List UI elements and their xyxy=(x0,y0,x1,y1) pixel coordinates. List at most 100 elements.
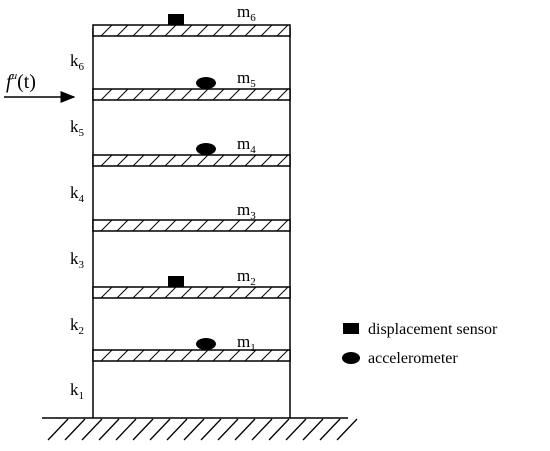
slab-hatch-line xyxy=(148,286,161,299)
legend-accelerometer-label: accelerometer xyxy=(368,350,458,367)
ground-hatch-line xyxy=(166,418,188,441)
legend-displacement-icon xyxy=(343,323,359,334)
slab-hatch-line xyxy=(196,219,209,232)
ground-hatch-line xyxy=(132,418,154,441)
slab-hatch-line xyxy=(260,24,273,37)
slab-hatch-line xyxy=(276,24,289,37)
slab-hatch-line xyxy=(164,88,177,101)
slab-hatch-line xyxy=(196,349,209,362)
slab-hatch-line xyxy=(260,154,273,167)
mass-label-m5: m5 xyxy=(237,68,256,90)
ground-hatch xyxy=(47,418,358,441)
slab-hatch-line xyxy=(132,219,145,232)
mass-label-m6: m6 xyxy=(237,2,256,24)
slab-hatch-line xyxy=(244,88,257,101)
slab-hatch-line xyxy=(132,286,145,299)
slab-hatch-line xyxy=(116,349,129,362)
slab-hatch-line xyxy=(116,219,129,232)
ground-hatch-line xyxy=(149,418,171,441)
slab-hatch-line xyxy=(100,24,113,37)
slab-hatch-line xyxy=(260,349,273,362)
ground-hatch-line xyxy=(47,418,69,441)
ground xyxy=(42,417,358,441)
slab-hatch-line xyxy=(212,24,225,37)
slab-hatch-line xyxy=(116,286,129,299)
ground-hatch-line xyxy=(234,418,256,441)
slab-hatch-line xyxy=(260,219,273,232)
stiffness-label-k5: k5 xyxy=(70,117,85,139)
slab-hatch-line xyxy=(116,24,129,37)
ground-hatch-line xyxy=(336,418,358,441)
legend: displacement sensor accelerometer xyxy=(342,321,498,367)
slab-hatch-line xyxy=(212,88,225,101)
slab-hatch-line xyxy=(228,349,241,362)
displacement-sensor-floor-6 xyxy=(168,14,184,25)
mass-label-m1: m1 xyxy=(237,332,256,354)
ground-hatch-line xyxy=(319,418,341,441)
slab-hatch-line xyxy=(276,219,289,232)
stiffness-label-k4: k4 xyxy=(70,183,85,205)
slab-hatch-line xyxy=(180,154,193,167)
floor-slab-5 xyxy=(92,88,291,101)
ground-hatch-line xyxy=(183,418,205,441)
slab-hatch-line xyxy=(100,286,113,299)
slab-hatch-line xyxy=(180,88,193,101)
slab-hatch-line xyxy=(116,88,129,101)
accelerometer-floor-1 xyxy=(196,338,216,350)
mass-label-m2: m2 xyxy=(237,266,256,288)
slab-hatch-line xyxy=(132,154,145,167)
mass-labels: m1 m2 m3 m4 m5 m6 xyxy=(237,2,256,354)
legend-accelerometer-icon xyxy=(342,352,360,364)
slab-hatch-line xyxy=(116,154,129,167)
accelerometer-floor-5 xyxy=(196,77,216,89)
floor-slab-3 xyxy=(92,219,291,232)
stiffness-label-k3: k3 xyxy=(70,249,85,271)
ground-hatch-line xyxy=(302,418,324,441)
slab-hatch-line xyxy=(100,154,113,167)
slab-hatch-line xyxy=(212,286,225,299)
slab-hatch-line xyxy=(100,349,113,362)
slab-hatch-line xyxy=(244,24,257,37)
slab-hatch-line xyxy=(100,88,113,101)
ground-hatch-line xyxy=(64,418,86,441)
slab-hatch-line xyxy=(228,88,241,101)
slab-hatch-line xyxy=(180,219,193,232)
slab-hatch-line xyxy=(164,286,177,299)
slab-hatch-line xyxy=(180,24,193,37)
slab-hatch-line xyxy=(196,286,209,299)
slab-hatch-line xyxy=(212,349,225,362)
slab-hatch-line xyxy=(148,154,161,167)
slab-hatch-line xyxy=(148,24,161,37)
ground-hatch-line xyxy=(200,418,222,441)
floor-slabs xyxy=(92,24,291,362)
legend-displacement-label: displacement sensor xyxy=(368,321,498,338)
external-force: fu(t) xyxy=(4,70,76,103)
slab-hatch-line xyxy=(180,349,193,362)
floor-slab-4 xyxy=(92,154,291,167)
slab-hatch-line xyxy=(260,286,273,299)
slab-hatch-line xyxy=(244,154,257,167)
ground-hatch-line xyxy=(81,418,103,441)
slab-hatch-line xyxy=(148,349,161,362)
slab-hatch-line xyxy=(228,24,241,37)
slab-hatch-line xyxy=(196,24,209,37)
accelerometer-floor-4 xyxy=(196,143,216,155)
slab-hatch-line xyxy=(164,154,177,167)
slab-hatch-line xyxy=(212,154,225,167)
displacement-sensor-floor-2 xyxy=(168,276,184,287)
slab-hatch-line xyxy=(132,24,145,37)
stiffness-label-k6: k6 xyxy=(70,51,85,73)
slab-hatch-line xyxy=(228,286,241,299)
floor-slab-2 xyxy=(92,286,291,299)
slab-hatch-line xyxy=(164,219,177,232)
slab-hatch-line xyxy=(148,88,161,101)
sensors xyxy=(168,14,216,350)
stiffness-labels: k1 k2 k3 k4 k5 k6 xyxy=(70,51,85,402)
force-label: fu(t) xyxy=(6,70,36,93)
slab-hatch-line xyxy=(212,219,225,232)
mass-label-m4: m4 xyxy=(237,134,256,156)
slab-hatch-line xyxy=(164,349,177,362)
slab-hatch-line xyxy=(132,349,145,362)
